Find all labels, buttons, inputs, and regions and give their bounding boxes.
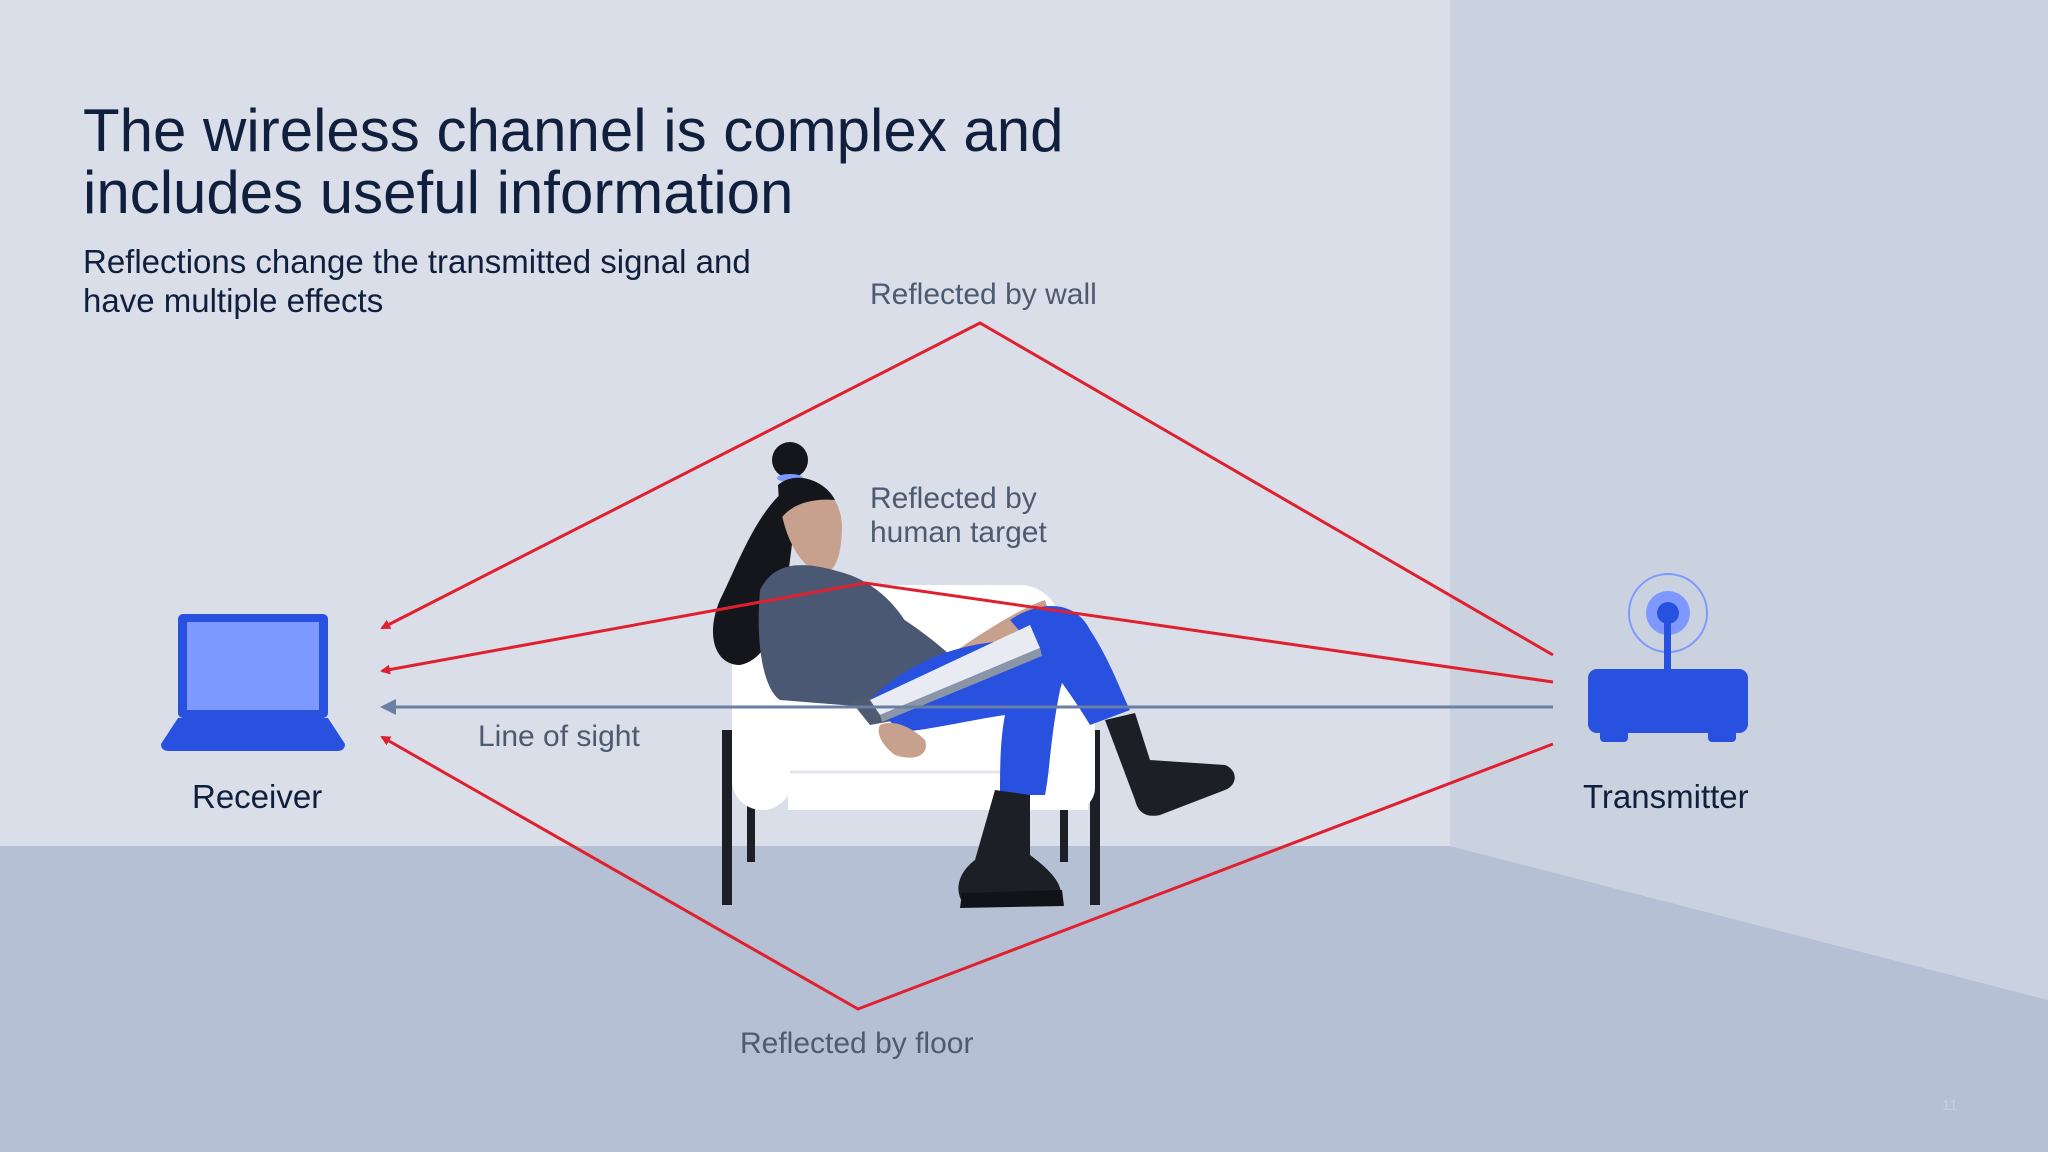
slide-title: The wireless channel is complex and incl… xyxy=(83,97,1064,226)
label-reflected-by-human: Reflected by human target xyxy=(870,482,1047,549)
person-illustration xyxy=(712,442,1235,908)
floor xyxy=(0,846,2048,1152)
slide-subtitle: Reflections change the transmitted signa… xyxy=(83,243,751,319)
signal-paths xyxy=(380,321,1554,1011)
label-reflected-by-wall: Reflected by wall xyxy=(870,278,1097,311)
label-receiver: Receiver xyxy=(192,778,323,815)
laptop-icon xyxy=(161,614,345,751)
wall-reflection-path xyxy=(380,321,1554,657)
label-reflected-by-floor: Reflected by floor xyxy=(740,1027,974,1060)
page-number: 11 xyxy=(1942,1097,1958,1114)
router-icon xyxy=(1588,573,1748,742)
human-reflection-path xyxy=(380,581,1554,684)
label-line-of-sight: Line of sight xyxy=(478,720,640,753)
floor-reflection-path xyxy=(380,735,1554,1011)
side-wall xyxy=(1450,0,2048,1000)
label-transmitter: Transmitter xyxy=(1583,778,1749,815)
